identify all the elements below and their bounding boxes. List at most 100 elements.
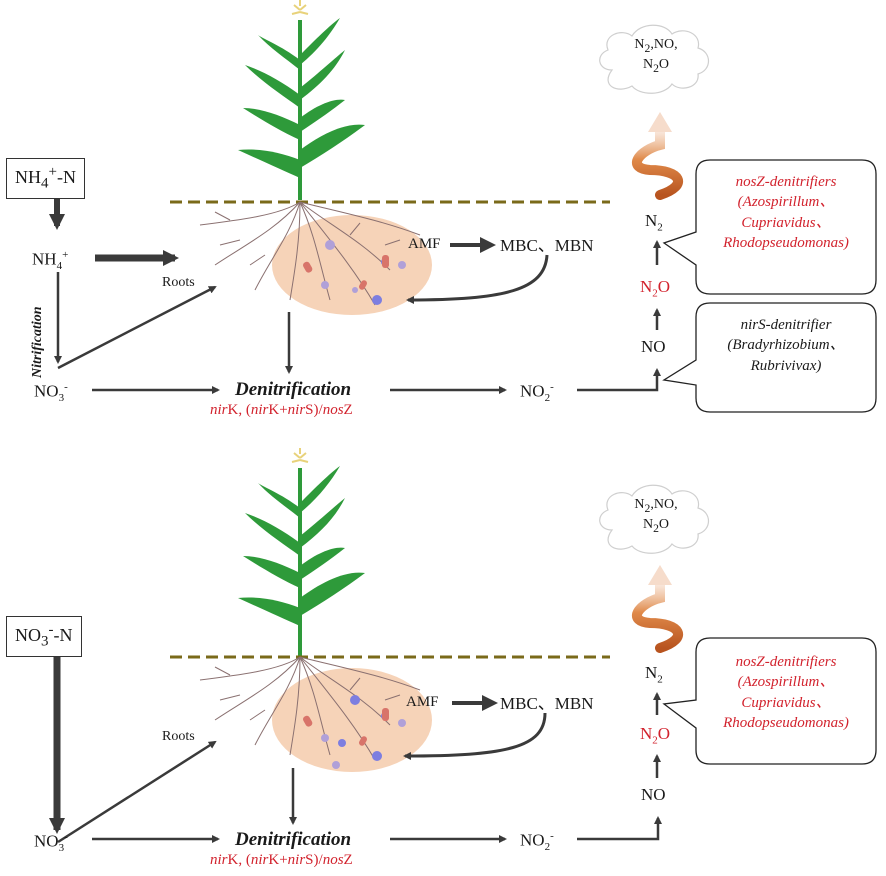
node-n2o: N2O [640, 278, 670, 299]
formula-base: NO [520, 830, 545, 850]
formula-tail: O [658, 516, 670, 532]
nosz-callout-bubble [662, 637, 877, 765]
node-n2: N2 [645, 212, 663, 233]
gene-part: nir [250, 402, 269, 418]
formula-sup: - [550, 381, 554, 393]
formula-base: N [640, 277, 653, 296]
gene-label: nirK, (nirK+nirS)/nosZ [210, 853, 353, 868]
node-n2: N2 [645, 664, 663, 685]
gene-part: K+ [268, 852, 288, 868]
microbial-biomass-label: MBC、MBN [500, 694, 594, 713]
formula-sup: - [64, 381, 68, 393]
callout-line: Rhodopseudomonas) [723, 714, 849, 731]
formula-sub: 3 [58, 392, 65, 405]
node-no: NO [641, 785, 666, 804]
formula-sub: 2 [657, 673, 663, 686]
panel-nitrate-treatment: NO3--N Roots NO3- AMF MBC、MBN Denitrific… [0, 438, 886, 876]
formula-sup: - [48, 622, 54, 638]
amf-label: AMF [406, 694, 439, 710]
arrow-nitrate-to-roots [57, 285, 217, 370]
nosz-callout-text: nosZ-denitrifiers (Azospirillum、 Cupriav… [700, 652, 872, 733]
callout-line: (Bradyrhizobium、 [727, 337, 845, 354]
arrow-nitrite-to-no [577, 368, 661, 392]
formula-sub: 2 [653, 61, 659, 75]
formula-base: NH [15, 167, 41, 187]
gene-part: nir [210, 402, 228, 418]
formula-sub: 2 [652, 734, 658, 747]
formula-base: NO [34, 381, 59, 401]
gene-part: K, ( [227, 852, 251, 868]
formula-base: NO [520, 381, 545, 401]
gene-part: nir [287, 852, 306, 868]
formula-base: N [634, 497, 645, 512]
microbe-icons [303, 695, 406, 769]
arrow-nitrite-to-no [577, 816, 662, 841]
formula-base: N [634, 37, 645, 52]
maize-plant-icon [238, 448, 365, 656]
source-box-ammonium-n: NH4+-N [6, 158, 85, 199]
diagram-graphics [49, 448, 877, 844]
formula-tail: ,NO, [650, 497, 678, 512]
cloud-line-1: N2,NO, [612, 496, 700, 516]
arrow-nitrate-to-roots [57, 740, 217, 844]
nirs-callout-text: nirS-denitrifier (Bradyrhizobium、 Rubriv… [700, 315, 872, 376]
roots-label: Roots [162, 275, 195, 290]
emission-arrow-icon [632, 112, 683, 200]
formula-sub: 3 [41, 633, 49, 650]
formula-tail: O [657, 277, 671, 296]
formula-tail: -N [53, 625, 73, 645]
formula-sup: - [550, 830, 554, 842]
gene-part: Z [343, 402, 353, 418]
emission-arrow-icon [632, 565, 683, 653]
formula-sup: + [62, 249, 69, 261]
cloud-line-2: N2O [612, 56, 700, 76]
callout-line: nirS-denitrifier [740, 317, 832, 333]
node-no: NO [641, 337, 666, 356]
formula-sup: - [64, 831, 68, 843]
maize-plant-icon [238, 0, 365, 200]
formula-tail: O [657, 724, 671, 743]
gene-part: nir [250, 852, 269, 868]
gas-cloud [599, 24, 710, 94]
nosz-callout-bubble [662, 159, 877, 295]
gene-part: S)/ [305, 402, 323, 418]
formula-sub: 2 [644, 501, 651, 515]
microbe-icons [303, 240, 406, 305]
nosz-callout-text: nosZ-denitrifiers (Azospirillum、 Cupriav… [700, 172, 872, 253]
node-n2o: N2O [640, 725, 670, 746]
node-ammonium: NH4+ [32, 250, 68, 272]
formula-sub: 2 [653, 521, 659, 535]
formula-tail: O [658, 56, 670, 72]
callout-line: Cupriavidus、 [741, 214, 831, 231]
node-nitrite: NO2- [520, 831, 554, 853]
gene-part: nos [322, 852, 344, 868]
formula-base: NO [15, 625, 41, 645]
formula-sub: 4 [41, 175, 49, 192]
roots-icon [199, 656, 421, 761]
gene-label: nirK, (nirK+nirS)/nosZ [210, 403, 353, 418]
node-nitrite: NO2- [520, 382, 554, 404]
callout-line: nosZ-denitrifiers [735, 654, 837, 670]
cloud-gases-text: N2,NO, N2O [612, 36, 700, 76]
node-nitrate: NO3- [34, 832, 68, 854]
gene-part: nir [287, 402, 306, 418]
gene-part: Z [343, 852, 353, 868]
formula-base: NH [32, 249, 57, 269]
amf-label: AMF [408, 236, 441, 252]
callout-line: Rhodopseudomonas) [723, 234, 849, 251]
gas-cloud [599, 484, 710, 554]
formula-sub: 2 [657, 221, 663, 234]
roots-label: Roots [162, 729, 195, 744]
formula-base: N [645, 663, 658, 682]
panel-ammonium-treatment: NH4+-N NH4+ Nitrification Roots NO3- AMF… [6, 0, 877, 418]
callout-line: Cupriavidus、 [741, 694, 831, 711]
rhizosphere-zone [272, 668, 432, 772]
callout-line: (Azospirillum、 [737, 194, 835, 211]
formula-sup: + [48, 164, 57, 180]
formula-sub: 3 [58, 842, 65, 855]
cloud-line-2: N2O [612, 516, 700, 536]
nirs-callout-bubble [662, 302, 877, 413]
diagram-graphics [49, 0, 877, 413]
denitrification-label: Denitrification [235, 829, 352, 850]
gene-part: K+ [268, 402, 288, 418]
